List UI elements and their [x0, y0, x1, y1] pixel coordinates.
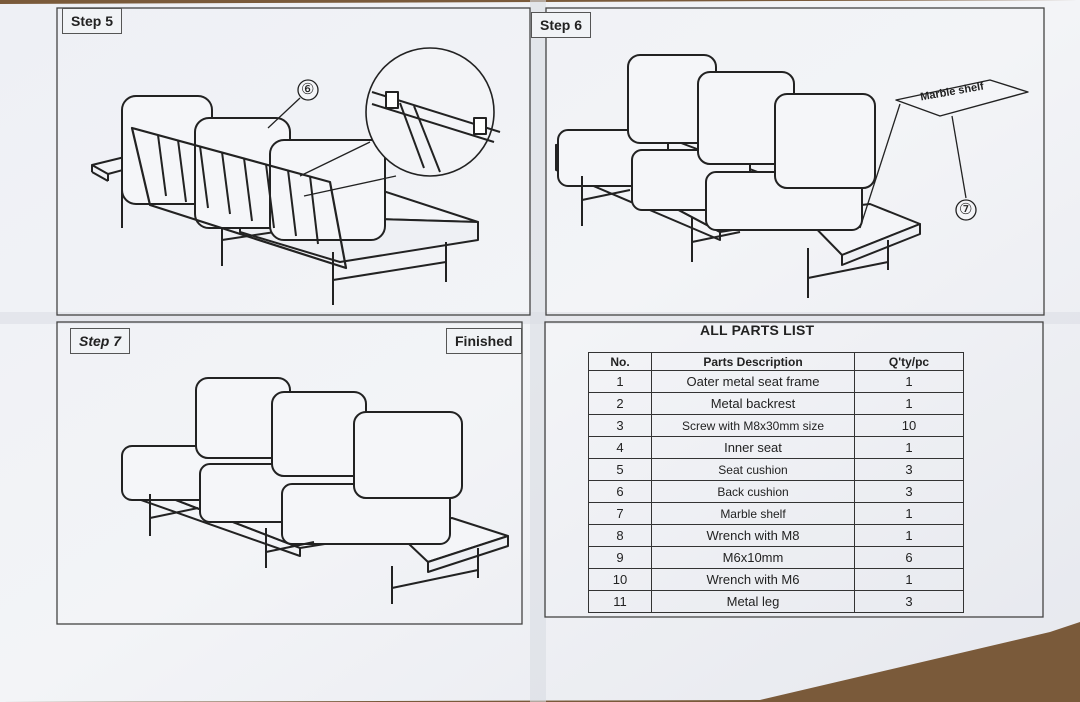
part-qty: 10 — [854, 414, 964, 437]
part-no: 7 — [588, 502, 652, 525]
callout-backrest: ⑥ — [301, 81, 315, 98]
part-no: 6 — [588, 480, 652, 503]
part-desc: M6x10mm — [651, 546, 855, 569]
callout-shelf: ⑦ — [959, 201, 973, 218]
part-no: 10 — [588, 568, 652, 591]
part-desc: Oater metal seat frame — [651, 370, 855, 393]
part-desc: Marble shelf — [651, 502, 855, 525]
part-desc: Wrench with M8 — [651, 524, 855, 547]
part-qty: 3 — [854, 480, 964, 503]
part-desc: Metal leg — [651, 590, 855, 613]
part-qty: 1 — [854, 436, 964, 459]
part-no: 3 — [588, 414, 652, 437]
part-qty: 3 — [854, 458, 964, 481]
step-7-label: Step 7 — [70, 328, 131, 354]
part-qty: 1 — [854, 502, 964, 525]
header-description: Parts Description — [651, 352, 855, 371]
part-no: 2 — [588, 392, 652, 415]
part-no: 1 — [588, 370, 652, 393]
parts-table-header: No. Parts Description Q'ty/pc — [588, 352, 964, 371]
part-no: 11 — [588, 590, 652, 613]
part-qty: 6 — [854, 546, 964, 569]
part-qty: 1 — [854, 370, 964, 393]
finished-label: Finished — [446, 328, 522, 354]
part-desc: Wrench with M6 — [651, 568, 855, 591]
step-5-label: Step 5 — [62, 8, 123, 34]
part-qty: 1 — [854, 524, 964, 547]
header-no: No. — [588, 352, 652, 371]
part-qty: 1 — [854, 392, 964, 415]
part-no: 8 — [588, 524, 652, 547]
part-desc: Seat cushion — [651, 458, 855, 481]
part-desc: Inner seat — [651, 436, 855, 459]
part-desc: Screw with M8x30mm size — [651, 414, 855, 437]
part-no: 5 — [588, 458, 652, 481]
parts-list-title: ALL PARTS LIST — [700, 322, 815, 338]
part-qty: 1 — [854, 568, 964, 591]
part-desc: Metal backrest — [651, 392, 855, 415]
part-no: 4 — [588, 436, 652, 459]
part-no: 9 — [588, 546, 652, 569]
part-qty: 3 — [854, 590, 964, 613]
header-quantity: Q'ty/pc — [854, 352, 964, 371]
part-desc: Back cushion — [651, 480, 855, 503]
step-6-label: Step 6 — [531, 12, 592, 38]
